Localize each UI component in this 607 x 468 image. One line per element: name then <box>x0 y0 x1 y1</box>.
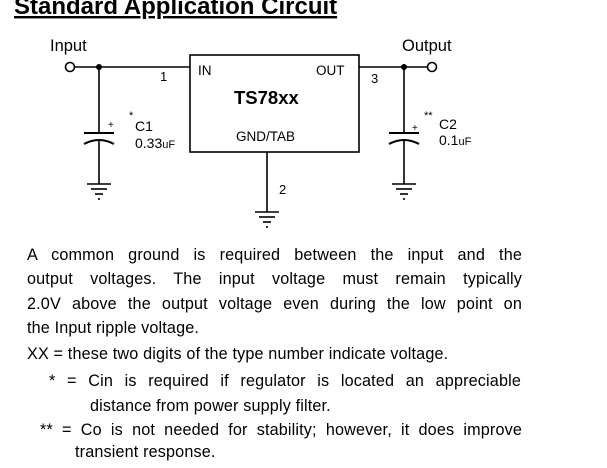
c1-asterisk: * <box>129 110 134 122</box>
paragraph-line: A common ground is required between the … <box>27 246 522 264</box>
input-terminal <box>64 61 76 73</box>
pin2-number: 2 <box>279 182 286 197</box>
paragraph-line: the Input ripple voltage. <box>27 319 200 337</box>
ic-name: TS78xx <box>234 87 300 108</box>
c2-value-number: 0.1 <box>439 132 459 148</box>
c2-value: 0.1uF <box>439 132 472 148</box>
cin-note-line: * = Cin is required if regulator is loca… <box>49 372 521 390</box>
paragraph-line: output voltages. The input voltage must … <box>27 270 522 288</box>
c2-asterisks: ** <box>424 110 433 122</box>
circuit-diagram: Standard Application Circuit Input 1 + *… <box>14 0 472 228</box>
pin-in-label: IN <box>198 63 212 78</box>
c2-plus-sign: + <box>412 123 418 134</box>
c2-label: C2 <box>439 116 457 132</box>
page-heading: Standard Application Circuit <box>14 0 337 20</box>
regulator-ic <box>189 54 360 153</box>
c2-ground-icon <box>392 183 416 200</box>
c1-value-unit: uF <box>162 139 175 151</box>
pin1-number: 1 <box>160 69 167 84</box>
pin3-number: 3 <box>371 71 378 86</box>
cin-note-line: distance from power supply filter. <box>90 397 331 415</box>
co-note-line: transient response. <box>75 443 216 461</box>
pin-out-label: OUT <box>316 63 345 78</box>
input-label: Input <box>50 37 87 55</box>
ic-ground-icon <box>255 211 279 228</box>
output-label: Output <box>402 37 452 55</box>
co-note-line: ** = Co is not needed for stability; how… <box>40 421 522 439</box>
c1-label: C1 <box>135 118 153 134</box>
c1-value-number: 0.33 <box>135 135 162 151</box>
c2-value-unit: uF <box>458 136 471 148</box>
xx-note: XX = these two digits of the type number… <box>27 345 449 363</box>
c1-ground-icon <box>87 183 111 200</box>
c1-plus-sign: + <box>108 120 114 131</box>
pin-gnd-label: GND/TAB <box>236 129 295 144</box>
paragraph-line: 2.0V above the output voltage even durin… <box>27 295 522 313</box>
output-terminal <box>426 61 438 73</box>
c1-value: 0.33uF <box>135 135 175 151</box>
